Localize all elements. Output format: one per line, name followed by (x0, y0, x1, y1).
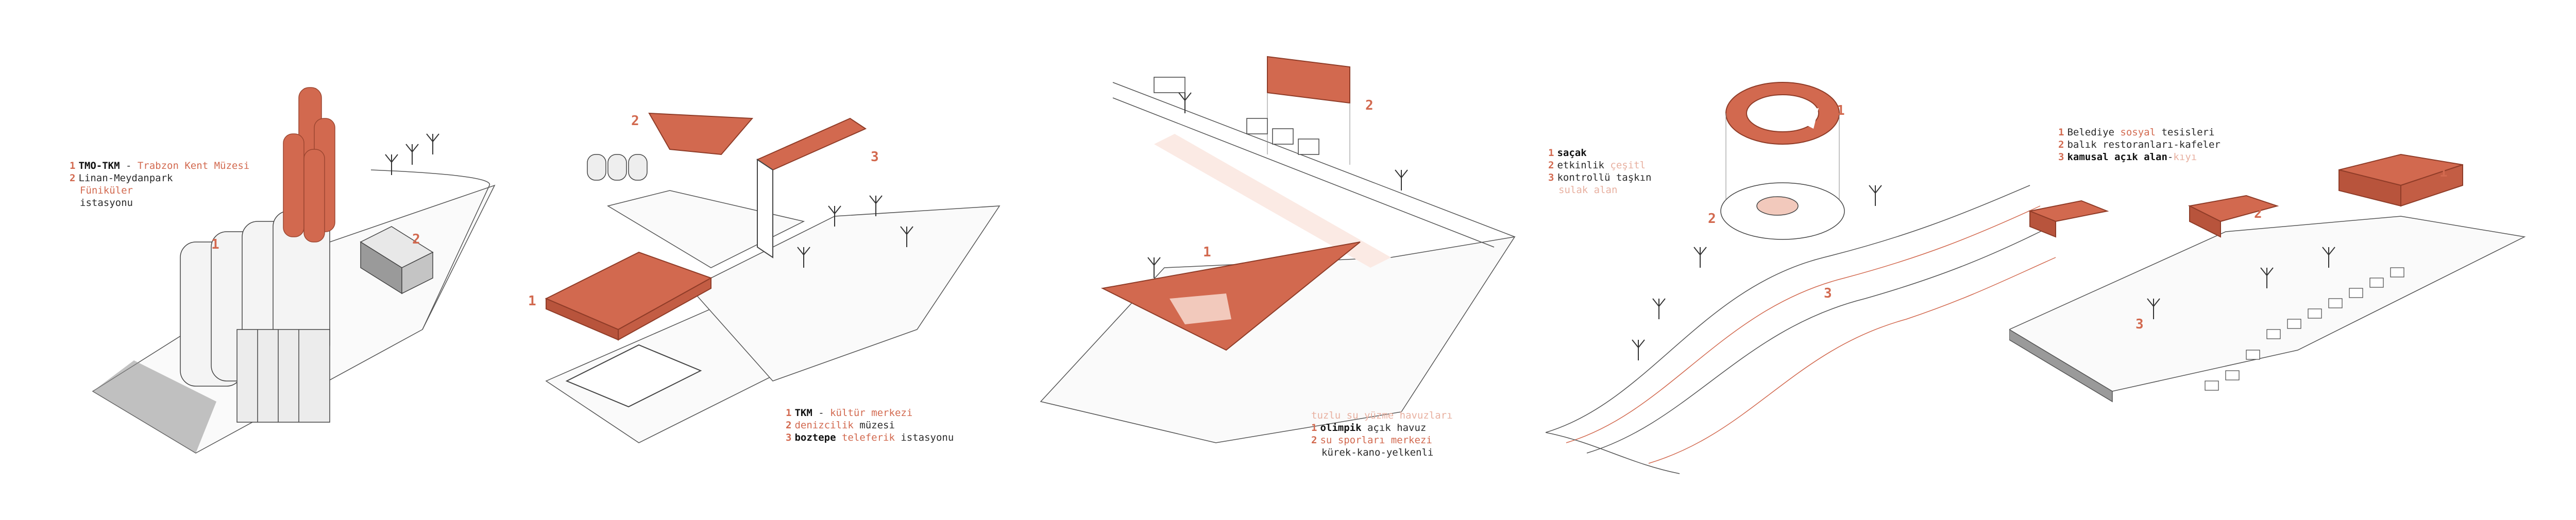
panel-4-canopy-ring (1725, 82, 1840, 216)
panel-3-drawing (1040, 56, 1516, 443)
panel-4-callout-3: 3 (1824, 286, 1832, 301)
legend-row: istasyonu (80, 197, 133, 209)
panel-1-trees (385, 133, 439, 175)
panel-5-building-2 (2188, 195, 2279, 238)
panel-5-trees (2147, 247, 2335, 319)
panel-3-callout-2: 2 (1365, 98, 1374, 113)
panel-4-callout-1: 1 (1837, 103, 1845, 118)
panel-1-funicular-box (360, 226, 434, 294)
panel-1-silo-block (180, 211, 330, 423)
panel-2-tanks (587, 154, 648, 181)
panel-3-trees (1147, 92, 1408, 278)
panel-5-callout-1: 1 (2439, 165, 2448, 180)
panel-1-callout-1: 1 (211, 237, 219, 252)
panel-3-pool-slab (1100, 241, 1361, 351)
panel-5-building-1 (2338, 153, 2463, 207)
legend-row: Füniküler (80, 185, 133, 196)
legend-row: kürek-kano-yelkenli (1321, 447, 1434, 458)
panel-1-callout-2: 2 (412, 232, 420, 247)
panel-5-callout-2: 2 (2254, 206, 2262, 221)
panel-4-event-plaza (1720, 182, 1845, 240)
legend-row: tuzlu su yüzme havuzları (1311, 410, 1453, 421)
panel-3-callout-1: 1 (1203, 245, 1211, 260)
panel-2-callout-2: 2 (631, 113, 639, 129)
panel-4-drawing (1546, 82, 2056, 474)
panel-5-callout-3: 3 (2136, 317, 2144, 332)
panel-4-riverbanks (1546, 185, 2056, 474)
panel-4-callout-2: 2 (1708, 211, 1716, 227)
panel-5-building-3 (2028, 200, 2109, 238)
panel-2-callout-1: 1 (528, 293, 536, 309)
panel-2-callout-3: 3 (871, 149, 879, 165)
legend-row: sulak alan (1558, 184, 1618, 196)
panel-2-drawing (545, 112, 1001, 443)
panel-5-pier-platform (2009, 216, 2526, 403)
panel-4-trees (1632, 185, 1882, 360)
panel-3-small-buildings (1154, 77, 1319, 155)
panel-2-building-2 (648, 112, 754, 155)
panel-1-drawing (92, 87, 496, 454)
panel-5-kiosks (2205, 267, 2404, 391)
panel-2-trees (797, 195, 913, 268)
panel-1-floating-silos (283, 87, 335, 242)
panel-5-drawing (2009, 153, 2526, 403)
panel-2-building-1 (545, 251, 713, 408)
panel-2-building-3 (756, 117, 867, 258)
